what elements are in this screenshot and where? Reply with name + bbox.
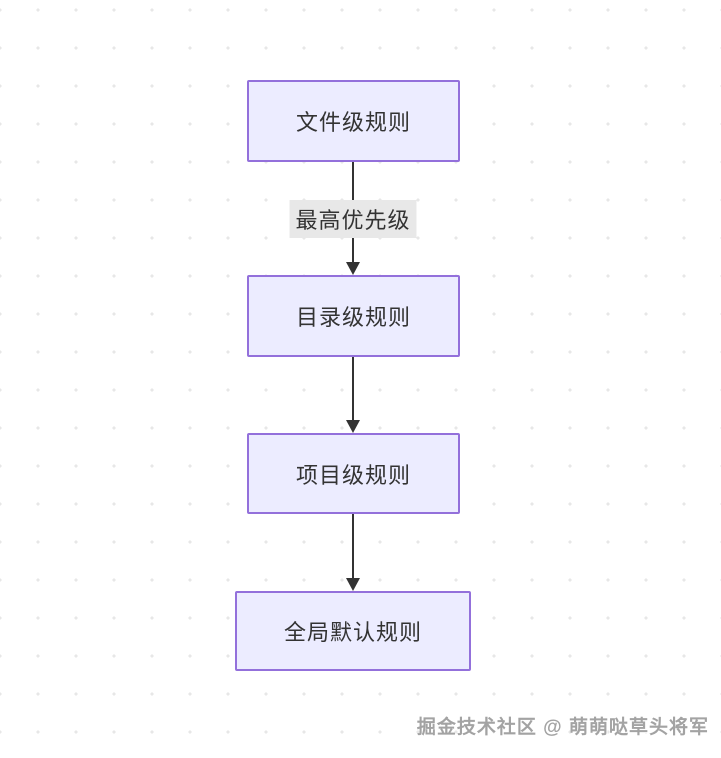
node-project-level-rules: 项目级规则 <box>247 433 460 514</box>
arrowhead-icon <box>346 262 360 275</box>
watermark: 掘金技术社区 @ 萌萌哒草头将军 <box>416 717 709 738</box>
node-label: 文件级规则 <box>295 110 411 135</box>
arrowhead-icon <box>346 578 360 591</box>
node-label: 全局默认规则 <box>283 620 422 645</box>
node-file-level-rules: 文件级规则 <box>247 80 460 162</box>
node-label: 目录级规则 <box>295 305 411 330</box>
edge-line-2 <box>352 357 354 423</box>
edge-line-3 <box>352 514 354 581</box>
edge-label-highest-priority: 最高优先级 <box>289 200 417 238</box>
node-directory-level-rules: 目录级规则 <box>247 275 460 357</box>
arrowhead-icon <box>346 420 360 433</box>
node-label: 项目级规则 <box>295 462 411 488</box>
node-global-default-rules: 全局默认规则 <box>235 591 471 671</box>
